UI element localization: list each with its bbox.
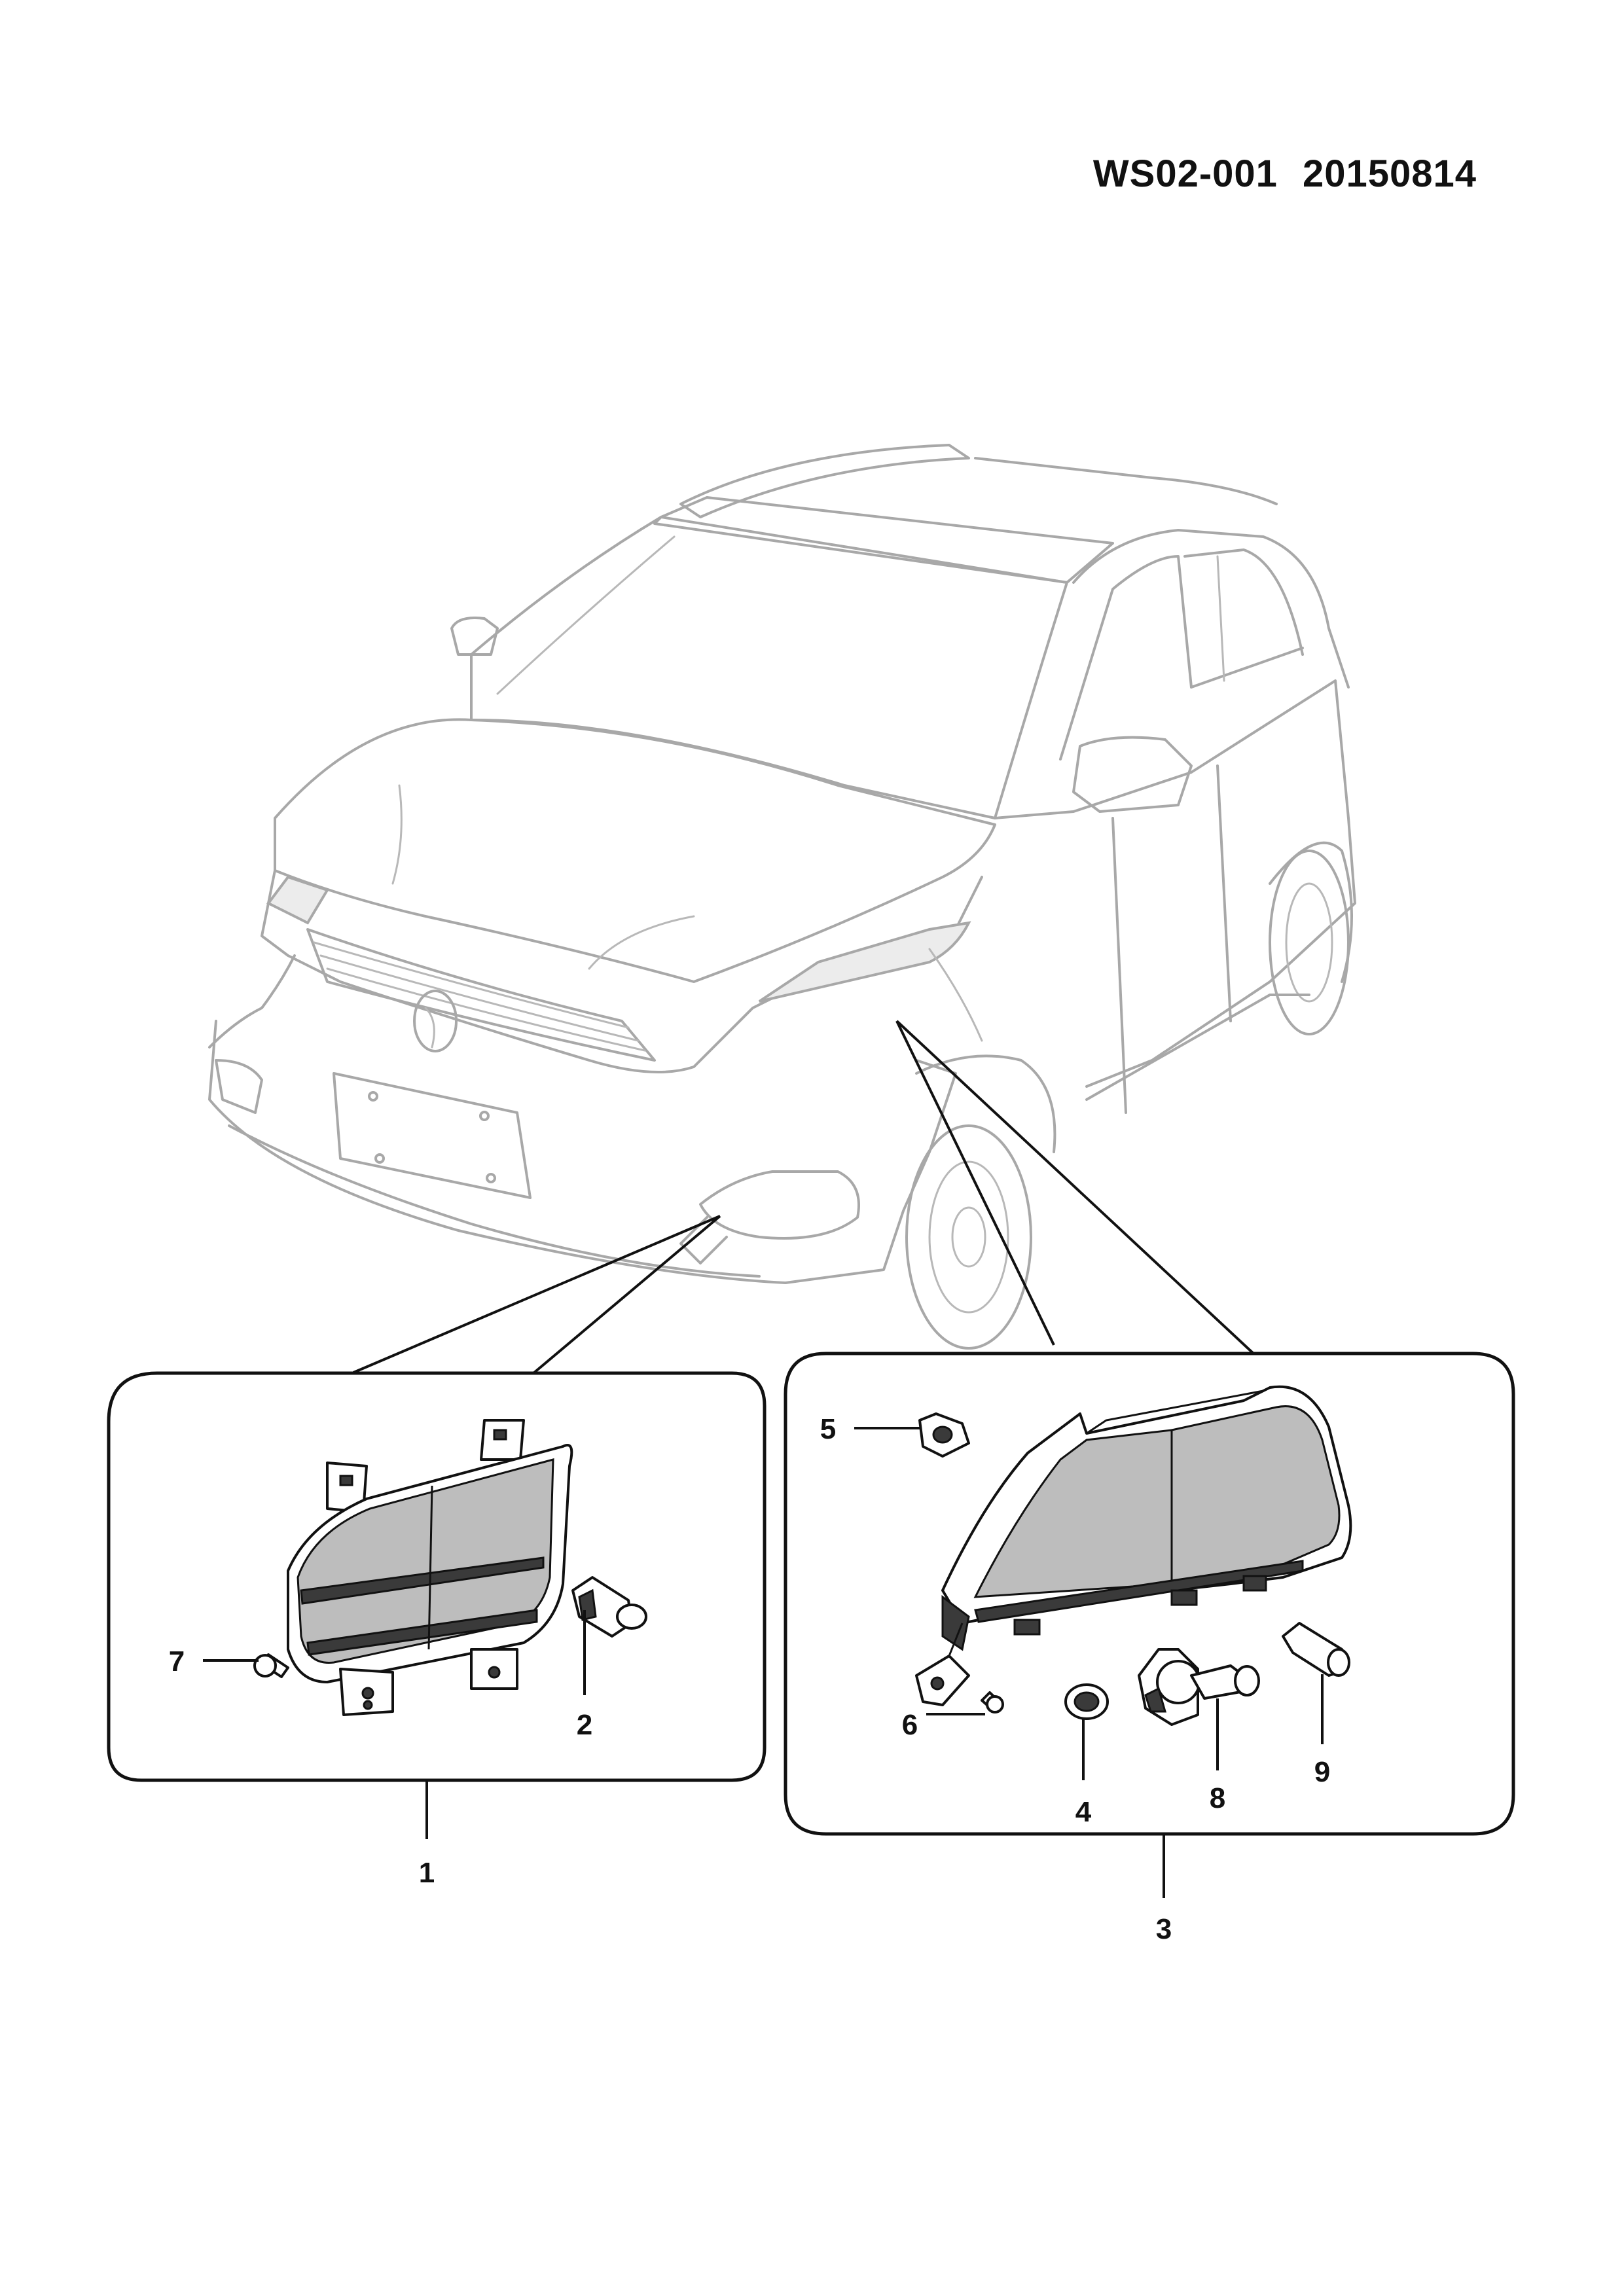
callout-8: 8 (1210, 1782, 1225, 1814)
drawing-header: WS02-001 20150814 (1093, 152, 1477, 196)
projection-lines (353, 1020, 1255, 1374)
bulb-socket (1064, 1683, 1109, 1720)
drawing-date: 20150814 (1302, 152, 1477, 195)
wedge-bulb (1282, 1622, 1350, 1677)
callout-9: 9 (1314, 1756, 1330, 1788)
callout-5: 5 (820, 1413, 836, 1445)
callout-labels: 1 2 3 4 5 6 7 8 9 (169, 1413, 1330, 1945)
headlamp-bulb (1138, 1648, 1260, 1726)
leader-lines (203, 1427, 1324, 1898)
fog-lamp-detail-frame (107, 1371, 767, 1782)
callout-4: 4 (1075, 1796, 1092, 1828)
headlamp-screw (981, 1691, 1004, 1713)
side-marker-clip (918, 1412, 970, 1458)
callout-3: 3 (1156, 1913, 1172, 1945)
headlamp-assembly (915, 1385, 1352, 1706)
headlamp-detail-frame (784, 1352, 1515, 1836)
callout-7: 7 (169, 1645, 185, 1677)
fog-lamp-bulb (571, 1576, 647, 1638)
vehicle-illustration (208, 444, 1356, 1350)
callout-1: 1 (419, 1857, 435, 1889)
fog-lamp-assembly (253, 1419, 573, 1716)
drawing-code: WS02-001 (1092, 152, 1278, 195)
callout-2: 2 (577, 1709, 592, 1741)
callout-6: 6 (902, 1709, 918, 1741)
